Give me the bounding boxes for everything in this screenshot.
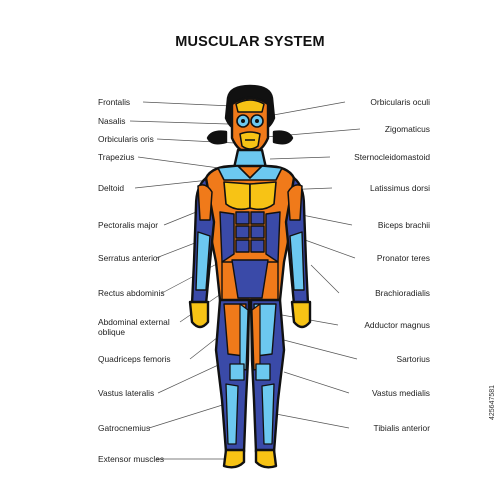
calf-right — [261, 383, 275, 445]
label-orbicularis-oculi: Orbicularis oculi — [370, 97, 430, 107]
oblique-right — [265, 211, 281, 263]
label-extensor-muscles: Extensor muscles — [98, 454, 165, 464]
label-nasalis: Nasalis — [98, 116, 126, 126]
label-latissimus-dorsi: Latissimus dorsi — [369, 183, 430, 193]
deltoid-left — [197, 184, 213, 221]
label-tibialis-anterior: Tibialis anterior — [373, 423, 430, 433]
ab-3 — [235, 225, 250, 239]
label-pronator-teres: Pronator teres — [376, 253, 430, 263]
label-zigomaticus: Zigomaticus — [384, 124, 430, 134]
leader-sternocleidomastoid — [269, 156, 331, 160]
foot-right — [254, 448, 278, 469]
ab-6 — [250, 239, 265, 253]
pigtail-right — [272, 130, 294, 145]
leader-deltoid — [134, 179, 210, 189]
leader-pronator-teres — [304, 239, 356, 259]
foot-left — [222, 448, 246, 469]
pigtail-left — [206, 130, 228, 145]
label-quadriceps-femoris: Quadriceps femoris — [98, 354, 171, 364]
label-biceps-brachii: Biceps brachii — [377, 220, 430, 230]
hand-left — [188, 300, 210, 329]
ab-2 — [250, 211, 265, 225]
leader-vastus-medialis — [283, 371, 350, 394]
hand-right — [290, 300, 312, 329]
label-gatrocnemius: Gatrocnemius — [98, 423, 151, 433]
label-trapezius: Trapezius — [98, 152, 135, 162]
leader-nasalis — [129, 120, 229, 125]
label-brachioradialis: Brachioradialis — [375, 288, 430, 298]
ab-1 — [235, 211, 250, 225]
label-abdominal-external-oblique: Abdominal external oblique — [98, 317, 170, 337]
label-frontalis: Frontalis — [98, 97, 131, 107]
ab-5 — [235, 239, 250, 253]
diagram-title: MUSCULAR SYSTEM — [175, 34, 325, 50]
label-serratus-anterior: Serratus anterior — [98, 253, 161, 263]
knee-right — [255, 363, 271, 381]
deltoid-right — [287, 184, 303, 221]
label-vastus-medialis: Vastus medialis — [371, 388, 430, 398]
sartorius-left — [239, 303, 249, 371]
frontalis-muscle — [235, 99, 265, 113]
leader-brachioradialis — [310, 264, 340, 294]
knee-left — [229, 363, 245, 381]
sartorius-right — [251, 303, 261, 371]
label-pectoralis-major: Pectoralis major — [98, 220, 159, 230]
label-adductor-magnus: Adductor magnus — [364, 320, 430, 330]
leader-biceps-brachii — [296, 213, 353, 226]
label-sternocleidomastoid: Sternocleidomastoid — [354, 152, 430, 162]
leader-frontalis — [142, 101, 233, 107]
oblique-left — [219, 211, 235, 263]
pectoral-right — [249, 181, 277, 211]
calf-left — [225, 383, 239, 445]
trapezius-muscle — [217, 165, 283, 181]
label-orbicularis-oris: Orbicularis oris — [98, 134, 154, 144]
pectoral-left — [223, 181, 251, 211]
eye-left — [241, 119, 245, 123]
leader-sartorius — [275, 337, 358, 360]
rectus-lower — [231, 259, 269, 299]
forearm-right — [289, 231, 305, 291]
label-deltoid: Deltoid — [98, 183, 125, 193]
leader-tibialis-anterior — [275, 413, 350, 429]
label-sartorius: Sartorius — [396, 354, 430, 364]
eye-right — [255, 119, 259, 123]
leader-gatrocnemius — [148, 401, 233, 429]
forearm-left — [195, 231, 211, 291]
ab-4 — [250, 225, 265, 239]
leader-orbicularis-oculi — [267, 101, 346, 117]
leader-trapezius — [137, 156, 220, 169]
label-rectus-abdominis: Rectus abdominis — [98, 288, 165, 298]
label-vastus-lateralis: Vastus lateralis — [98, 388, 155, 398]
